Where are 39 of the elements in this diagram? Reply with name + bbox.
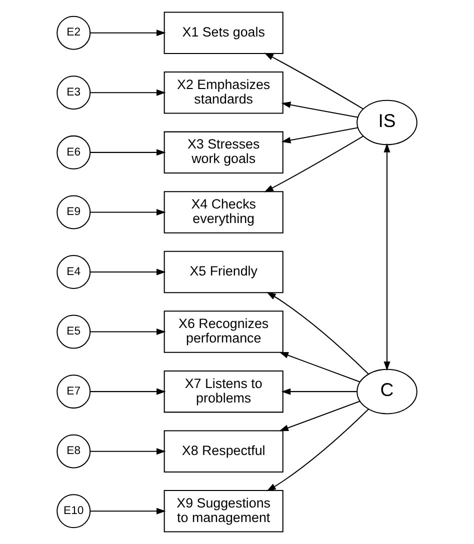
arrow — [264, 52, 364, 110]
arrow — [281, 127, 358, 144]
node-box: X2 Emphasizes standards — [164, 72, 284, 114]
arrow — [266, 408, 369, 492]
node-circle: E9 — [56, 195, 91, 230]
arrow — [384, 143, 390, 371]
node-box: X8 Respectful — [164, 430, 284, 472]
node-box: X1 Sets goals — [164, 12, 284, 54]
node-circle: E5 — [56, 314, 91, 349]
arrow — [90, 508, 166, 514]
node-circle: E8 — [56, 434, 91, 468]
arrow — [90, 388, 166, 395]
node-ellipse: IS — [356, 100, 418, 146]
arrow — [90, 328, 166, 336]
node-circle: E10 — [56, 494, 91, 528]
arrow — [90, 448, 166, 455]
node-circle: E2 — [56, 16, 91, 50]
arrow — [281, 388, 357, 395]
arrow — [264, 136, 364, 192]
arrow — [90, 149, 166, 156]
node-circle: E7 — [56, 374, 91, 409]
arrow — [90, 89, 166, 96]
node-box: X4 Checks everything — [164, 191, 284, 234]
node-box: X9 Suggestions to management — [164, 490, 284, 532]
arrow — [266, 292, 369, 374]
node-ellipse: C — [356, 368, 418, 414]
node-box: X3 Stresses work goals — [164, 131, 284, 174]
node-circle: E3 — [56, 76, 91, 110]
node-box: X7 Listens to problems — [164, 370, 284, 413]
arrow — [279, 352, 360, 382]
node-circle: E6 — [56, 135, 91, 170]
arrow — [90, 208, 166, 216]
node-box: X5 Friendly — [164, 250, 284, 294]
arrow — [281, 102, 358, 118]
arrow — [279, 400, 360, 432]
arrow — [90, 30, 166, 36]
node-circle: E4 — [56, 255, 91, 289]
arrow — [90, 268, 166, 276]
node-box: X6 Recognizes performance — [164, 310, 284, 353]
